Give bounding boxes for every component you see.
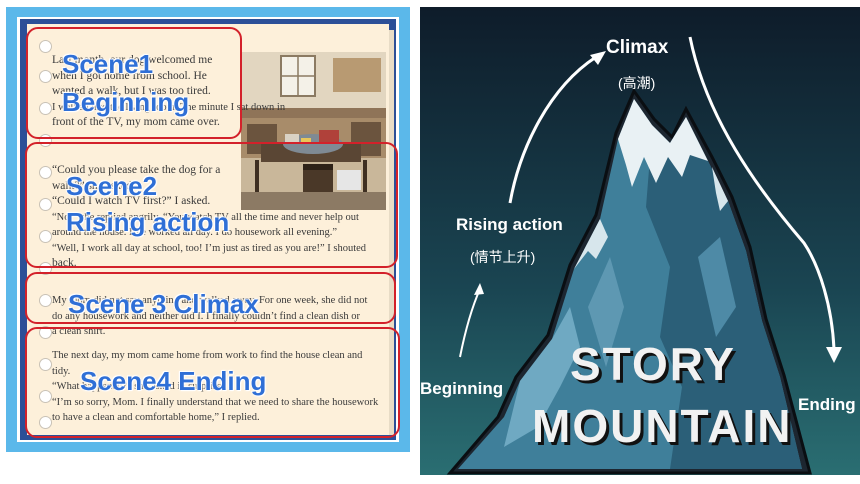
text-line: when I got home from school. He [52, 69, 207, 82]
rising-action-label: Rising action [456, 215, 563, 234]
binder-ring [39, 294, 52, 307]
text-line: walk?” she asked. [52, 179, 135, 192]
story-mountain-illustration [420, 7, 860, 475]
text-line: around the house. I’ve worked all day. I… [52, 227, 338, 238]
binder-ring [39, 70, 52, 83]
binder-ring [39, 262, 52, 275]
climax-label: Climax [606, 37, 669, 58]
binder-ring [39, 326, 52, 339]
binder-ring [39, 40, 52, 53]
scene4-ending-label: Scene4 Ending [80, 366, 267, 396]
binder-ring [39, 390, 52, 403]
text-line: “No!” she replied angrily. “You watch TV… [52, 211, 359, 223]
text-line: My mom did not say anything and walked a… [52, 295, 368, 306]
rising-action-cn-label: (情节上升) [470, 249, 536, 265]
scene2-label: Scene2 [66, 171, 158, 201]
climax-cn-label: (高潮) [618, 75, 656, 91]
text-line: “What happened?” she asked in surprise. [52, 381, 225, 392]
notebook-page: Last month, our dog welcomed me when I g… [27, 24, 394, 435]
story-mountain-panel: Climax (高潮) Rising action (情节上升) Beginni… [420, 7, 860, 475]
scene2-outline [25, 142, 398, 268]
text-line: wanted a walk, but I was too tired. [52, 85, 211, 97]
story-panel: Last month, our dog welcomed me when I g… [17, 17, 399, 442]
text-line: tidy. [52, 365, 71, 377]
text-line: The next day, my mom came home from work… [52, 350, 363, 361]
text-line: to have a clean and comfortable home,” I… [52, 412, 260, 423]
binder-ring [39, 358, 52, 371]
ending-arrow [688, 36, 836, 350]
text-line: “Could you please take the dog for a [52, 164, 221, 176]
text-line: “I’m so sorry, Mom. I finally understand… [52, 396, 379, 408]
binder-ring [39, 166, 52, 179]
binder-ring [39, 102, 52, 115]
beginning-label: Beginning [420, 379, 504, 398]
scene1-outline [26, 27, 242, 139]
scene1-label: Scene1 [62, 49, 154, 79]
text-line: Last month, our dog welcomed me [52, 54, 213, 66]
ending-label: Ending [798, 395, 856, 414]
page-edge [389, 30, 394, 435]
text-line: I walked into the living room. The minut… [52, 101, 286, 113]
binder-ring [39, 198, 52, 211]
text-line: a clean shirt. [52, 326, 106, 337]
mountain-title: MOUNTAIN [532, 400, 793, 452]
story-panel-frame: Last month, our dog welcomed me when I g… [6, 7, 410, 452]
scene3-outline [25, 272, 396, 324]
scene3-climax-label: Scene 3 Climax [68, 289, 259, 319]
story-paragraph-3: My mom did not say anything and walked a… [52, 293, 387, 340]
notebook: Last month, our dog welcomed me when I g… [20, 19, 396, 440]
binder-ring [39, 416, 52, 429]
story-title: STORY [570, 338, 736, 390]
text-line: front of the TV, my mom came over. [52, 116, 220, 128]
text-line: “Well, I work all day at school, too! I’… [52, 242, 367, 254]
messy-kitchen-photo [241, 52, 386, 210]
text-line: “Could I watch TV first?” I asked. [52, 195, 211, 207]
binder-ring [39, 230, 52, 243]
story-paragraph-1: Last month, our dog welcomed me when I g… [52, 53, 285, 131]
rising-arrow [508, 55, 597, 204]
story-paragraph-4: The next day, my mom came home from work… [52, 348, 387, 426]
rising-action-label: Rising action [66, 207, 230, 237]
text-line: do any housework and neither did I. I fi… [52, 310, 361, 322]
scene4-outline [25, 327, 400, 438]
beginning-label: Beginning [62, 87, 190, 117]
